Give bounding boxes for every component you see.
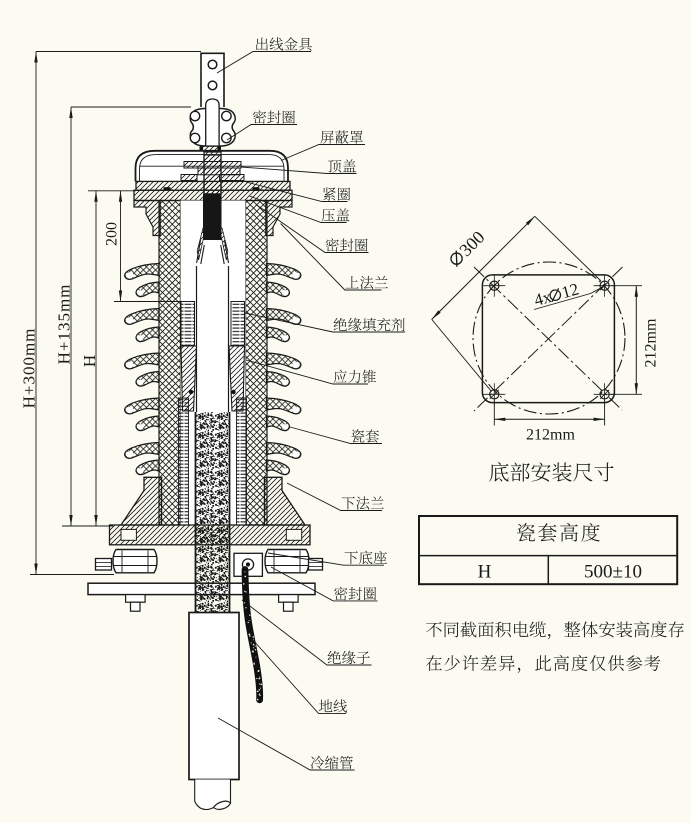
svg-text:H: H xyxy=(80,355,99,367)
svg-text:H: H xyxy=(478,562,492,583)
svg-text:212mm: 212mm xyxy=(526,427,575,444)
svg-text:H+135mm: H+135mm xyxy=(55,284,74,365)
svg-text:4x: 4x xyxy=(532,287,554,310)
svg-text:12: 12 xyxy=(559,279,580,302)
svg-text:H+300mm: H+300mm xyxy=(20,328,39,409)
svg-text:212mm: 212mm xyxy=(643,318,660,367)
svg-text:500±10: 500±10 xyxy=(584,562,642,583)
svg-text:200: 200 xyxy=(104,222,121,246)
